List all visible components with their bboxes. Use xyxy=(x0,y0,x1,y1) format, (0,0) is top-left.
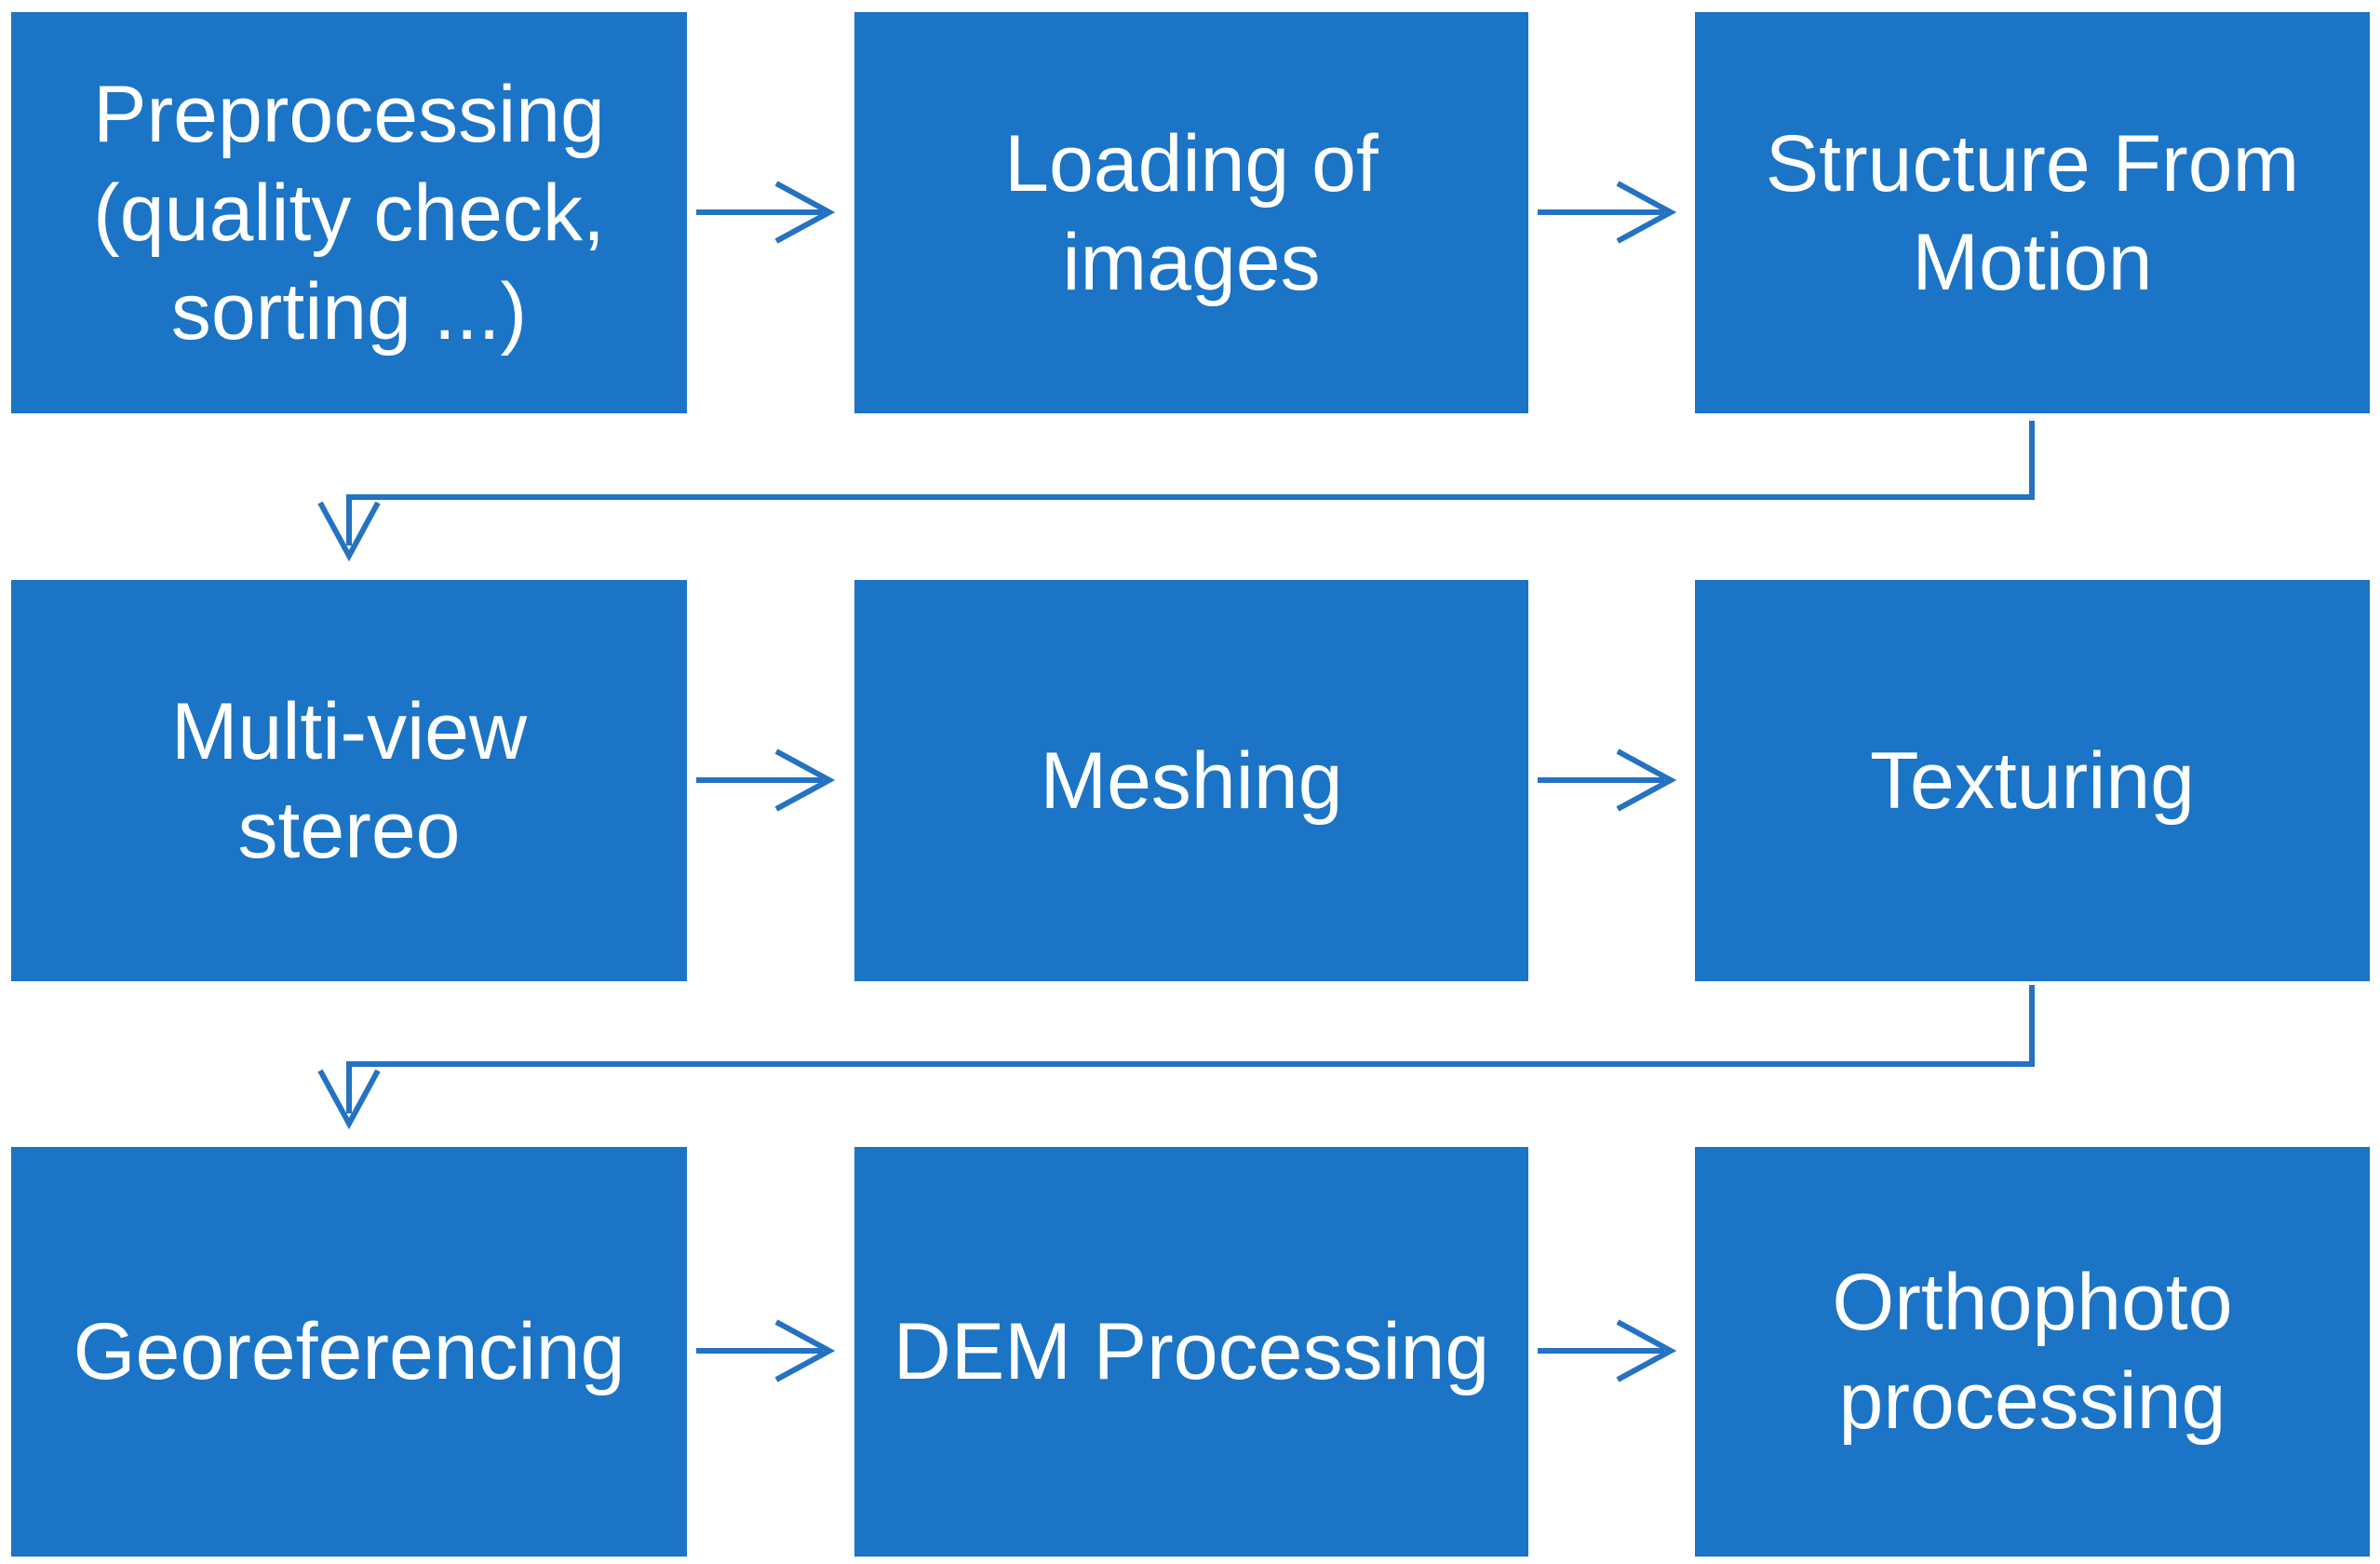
arrow-loading-to-sfm xyxy=(1538,181,1677,244)
node-label-line: sorting ...) xyxy=(170,266,528,357)
arrow-multi-view-to-meshing xyxy=(696,748,836,812)
node-label-line: Multi-view xyxy=(170,686,528,776)
arrowhead-right-icon xyxy=(774,1319,836,1382)
node-label-line: images xyxy=(1062,217,1321,307)
node-label-line: processing xyxy=(1838,1356,2226,1446)
node-label-line: DEM Processing xyxy=(893,1307,1490,1396)
node-label-line: Loading of xyxy=(1004,118,1378,209)
node-georeferencing: Georeferencing xyxy=(11,1147,687,1557)
node-label-line: Orthophoto xyxy=(1832,1258,2233,1347)
arrowhead-right-icon xyxy=(1616,1319,1677,1382)
arrowhead-right-icon xyxy=(774,748,836,812)
elbow-line xyxy=(346,421,2035,546)
arrow-meshing-to-texturing xyxy=(1538,748,1677,812)
arrow-georeferencing-to-dem xyxy=(696,1319,836,1382)
node-label-line: Georeferencing xyxy=(73,1307,625,1396)
node-label-line: (quality check, xyxy=(93,168,605,258)
node-structure-from-motion: Structure From Motion xyxy=(1695,12,2370,413)
node-label-line: Texturing xyxy=(1870,735,2195,826)
node-multi-view-stereo: Multi-view stereo xyxy=(11,580,687,981)
node-label-line: stereo xyxy=(237,785,461,875)
elbow-arrow-texturing-to-georeferencing xyxy=(317,985,2035,1130)
node-meshing: Meshing xyxy=(854,580,1528,981)
node-loading-of-images: Loading of images xyxy=(854,12,1528,413)
arrow-dem-to-orthophoto xyxy=(1538,1319,1677,1382)
arrowhead-right-icon xyxy=(1616,748,1677,812)
arrow-preprocessing-to-loading xyxy=(696,181,836,244)
node-label-line: Structure From xyxy=(1765,118,2300,209)
node-dem-processing: DEM Processing xyxy=(854,1147,1528,1557)
elbow-arrow-sfm-to-multi-view xyxy=(317,421,2035,562)
node-preprocessing: Preprocessing (quality check, sorting ..… xyxy=(11,12,687,413)
node-label-line: Meshing xyxy=(1040,735,1343,826)
node-texturing: Texturing xyxy=(1695,580,2370,981)
arrowhead-down-icon xyxy=(317,501,381,562)
arrowhead-right-icon xyxy=(1616,181,1677,244)
elbow-line xyxy=(346,985,2035,1113)
node-label-line: Motion xyxy=(1912,217,2153,307)
node-orthophoto-processing: Orthophoto processing xyxy=(1695,1147,2370,1557)
arrowhead-down-icon xyxy=(317,1069,381,1130)
arrowhead-right-icon xyxy=(774,181,836,244)
node-label-line: Preprocessing xyxy=(93,69,605,159)
